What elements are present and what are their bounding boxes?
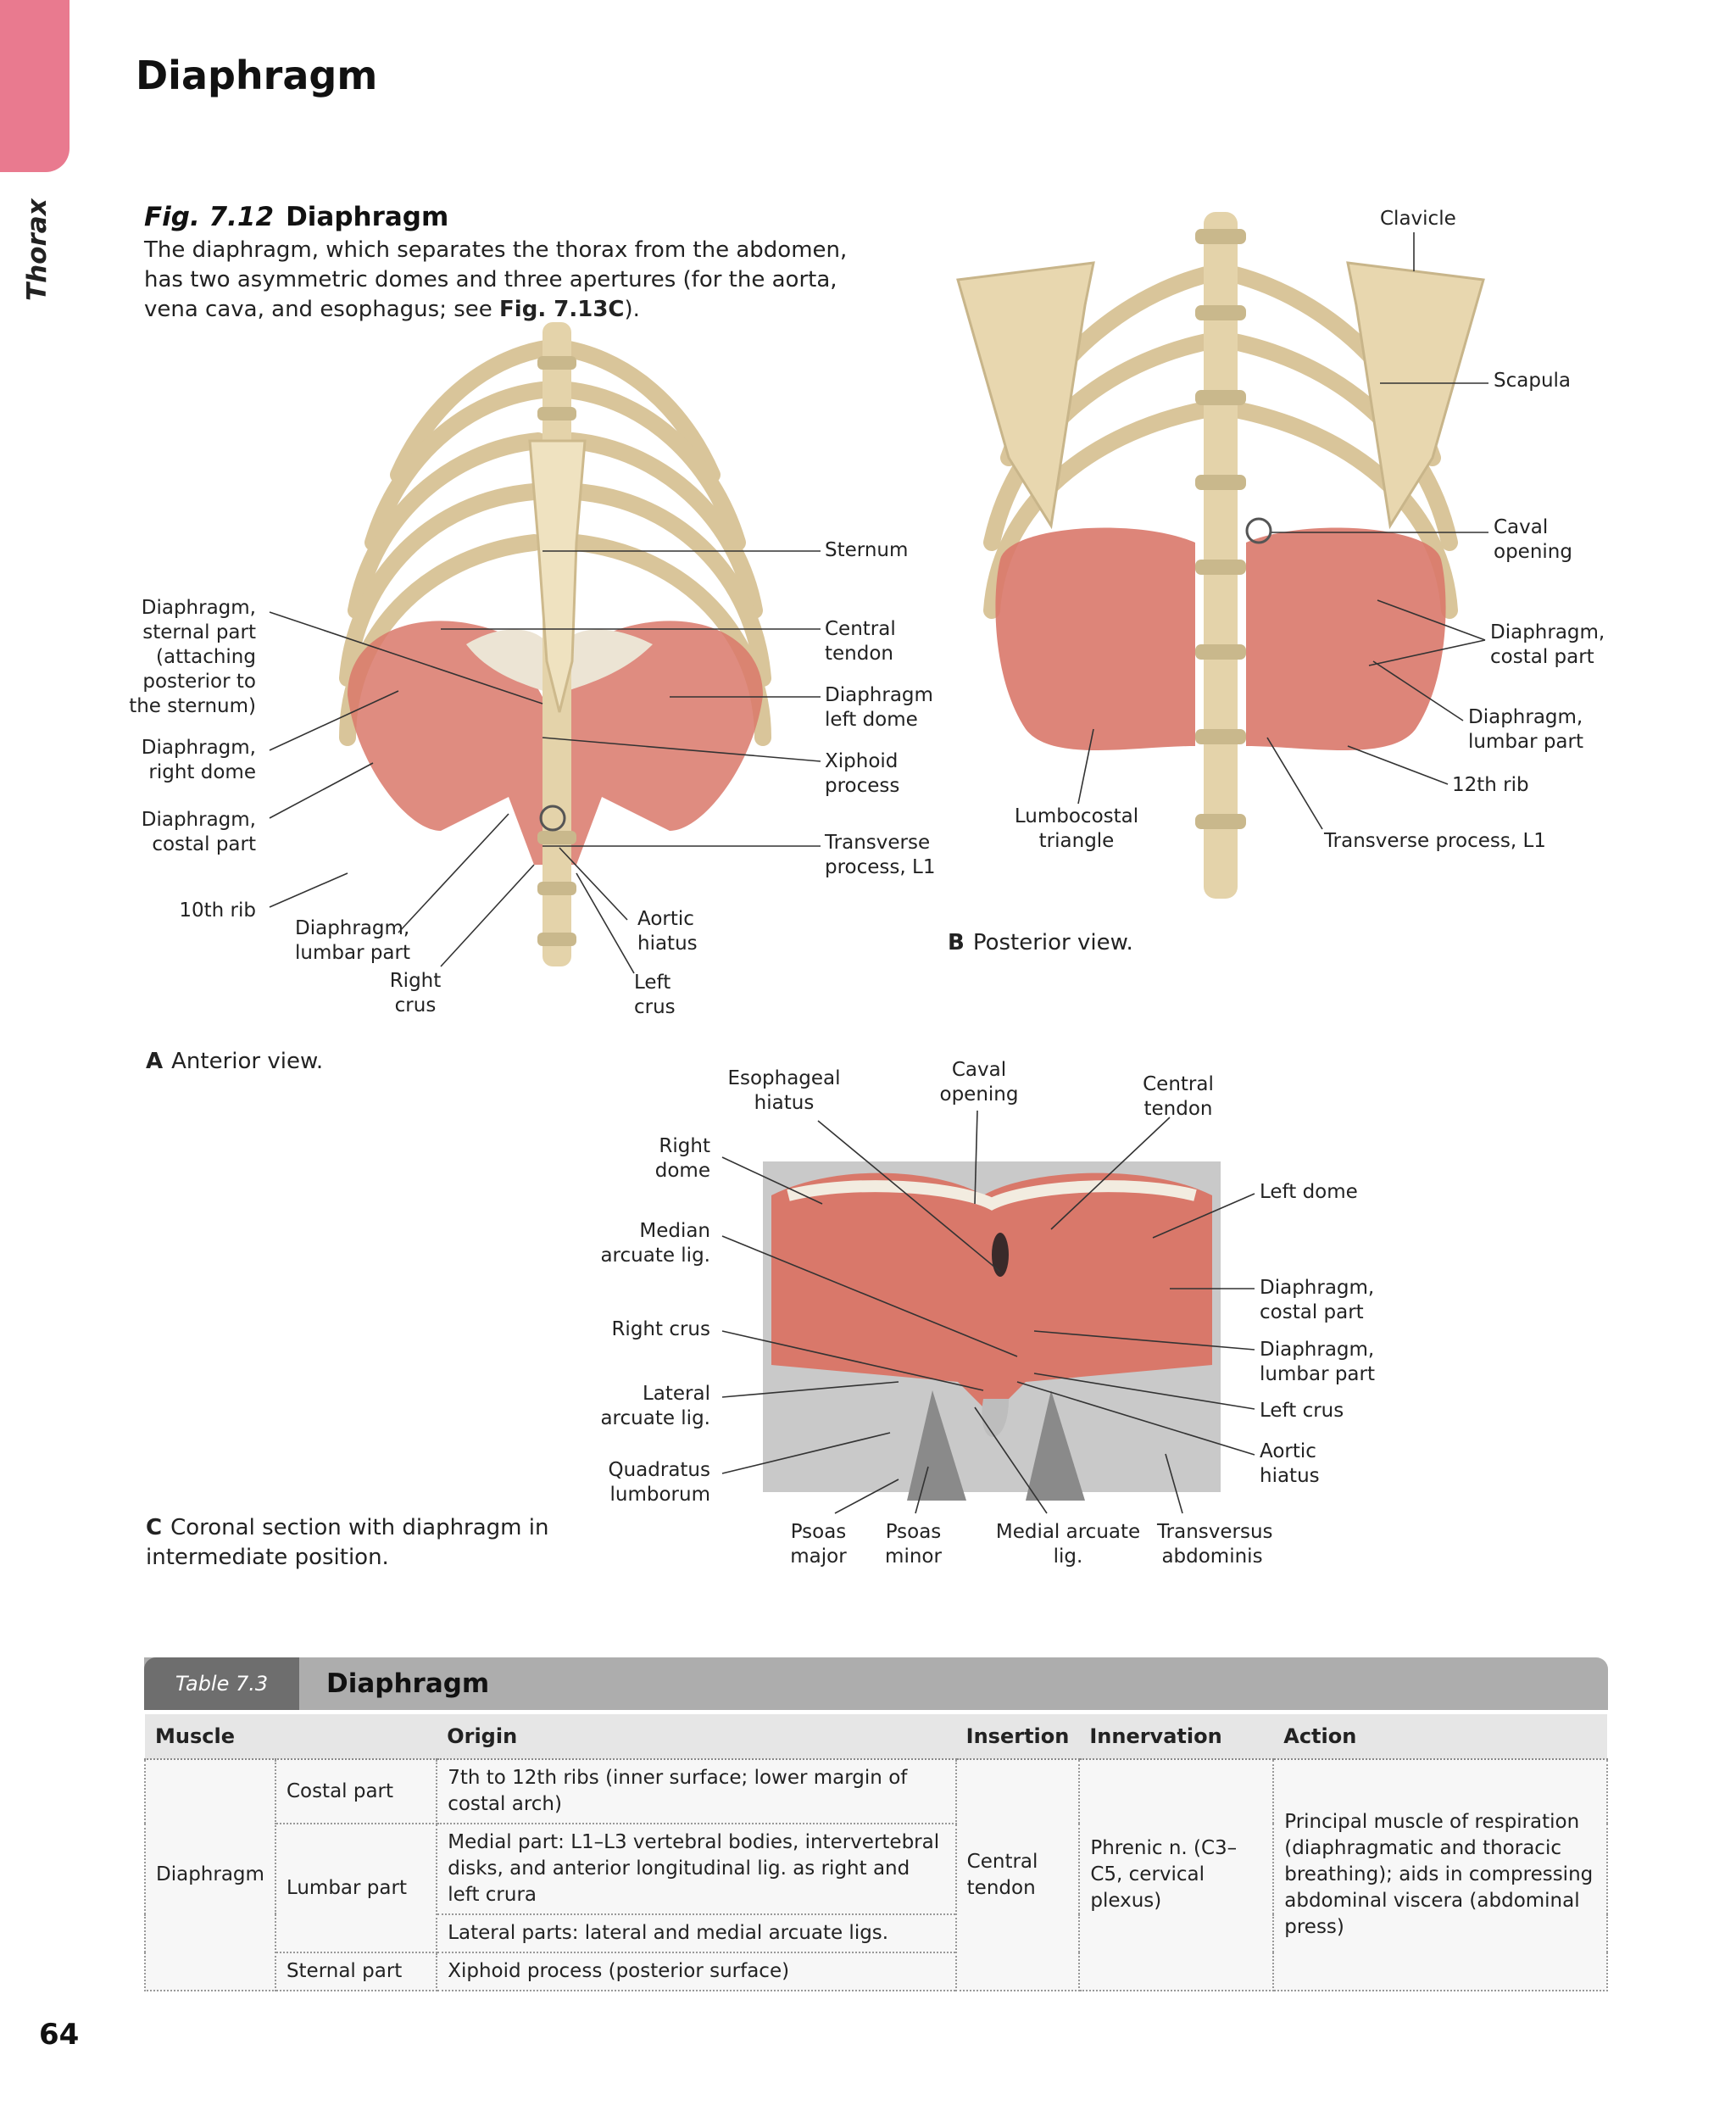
- label-b-lumbocostal-triangle: Lumbocostal triangle: [1014, 805, 1139, 852]
- column-header-insertion: Insertion: [955, 1714, 1080, 1760]
- cell-part-costal: Costal part: [274, 1758, 438, 1824]
- figure-number: Fig. 7.12: [144, 202, 275, 232]
- coronal-section-illustration: [763, 1161, 1221, 1501]
- column-header-innervation: Innervation: [1079, 1714, 1274, 1760]
- cell-innervation: Phrenic n. (C3–C5, cervical plexus): [1078, 1758, 1275, 1991]
- page-number: 64: [39, 2018, 80, 2052]
- cell-action: Principal muscle of respiration (diaphra…: [1272, 1758, 1608, 1991]
- label-b-scapula: Scapula: [1494, 370, 1572, 392]
- label-c-lateral-arcuate: Lateral arcuate lig.: [600, 1383, 710, 1429]
- figure-caption-ref[interactable]: Fig. 7.13C: [499, 297, 625, 322]
- cell-part-sternal: Sternal part: [274, 1952, 438, 1991]
- label-c-esophageal-hiatus: Esophageal hiatus: [727, 1067, 841, 1114]
- label-a-transverse-process: Transverse process, L1: [825, 832, 936, 878]
- cell-muscle: Diaphragm: [144, 1758, 276, 1991]
- label-a-sternum: Sternum: [825, 539, 909, 561]
- label-c-aortic-hiatus: Aortic hiatus: [1260, 1440, 1320, 1487]
- label-c-psoas-major: Psoas major: [790, 1521, 847, 1568]
- column-header-action: Action: [1273, 1714, 1607, 1760]
- label-c-median-arcuate: Median arcuate lig.: [600, 1220, 710, 1267]
- figure-title: Diaphragm: [286, 202, 449, 232]
- label-a-10th-rib: 10th rib: [179, 899, 256, 922]
- table-row: Lateral parts: lateral and medial arcuat…: [145, 1913, 1607, 1953]
- figure-caption-end: ).: [624, 297, 640, 322]
- figure-caption-text: The diaphragm, which separates the thora…: [144, 237, 848, 322]
- panel-a-letter: A: [146, 1049, 164, 1074]
- cell-origin-costal: 7th to 12th ribs (inner surface; lower m…: [436, 1758, 957, 1824]
- panel-b-letter: B: [948, 930, 965, 955]
- panel-b-caption: B Posterior view.: [948, 928, 1133, 958]
- label-b-clavicle: Clavicle: [1380, 208, 1456, 230]
- label-c-psoas-minor: Psoas minor: [885, 1521, 942, 1568]
- cell-origin-lumbar-lateral: Lateral parts: lateral and medial arcuat…: [436, 1913, 957, 1953]
- cell-origin-lumbar-medial: Medial part: L1–L3 vertebral bodies, int…: [436, 1823, 957, 1915]
- label-a-left-dome: Diaphragm left dome: [825, 684, 933, 731]
- label-c-quadratus: Quadratus lumborum: [608, 1459, 710, 1506]
- label-a-xiphoid: Xiphoid process: [825, 750, 900, 797]
- table-header-row: Muscle Origin Insertion Innervation Acti…: [145, 1714, 1607, 1760]
- label-a-right-dome: Diaphragm, right dome: [141, 737, 256, 783]
- label-a-sternal-part: Diaphragm, sternal part (attaching poste…: [129, 597, 256, 717]
- page-title: Diaphragm: [136, 53, 378, 98]
- posterior-view-illustration: [956, 212, 1485, 899]
- label-b-transverse-process: Transverse process, L1: [1324, 830, 1546, 852]
- panel-b-caption-text: Posterior view.: [972, 930, 1133, 955]
- table-title: Diaphragm: [326, 1668, 490, 1699]
- label-c-central-tendon: Central tendon: [1143, 1073, 1214, 1120]
- muscle-table: Muscle Origin Insertion Innervation Acti…: [144, 1714, 1608, 1991]
- panel-a-caption: A Anterior view.: [146, 1047, 323, 1077]
- label-a-lumbar-part: Diaphragm, lumbar part: [295, 917, 411, 964]
- cell-origin-sternal: Xiphoid process (posterior surface): [436, 1952, 957, 1991]
- label-c-right-dome: Right dome: [654, 1135, 710, 1182]
- label-b-caval-opening: Caval opening: [1494, 516, 1572, 563]
- label-a-central-tendon: Central tendon: [825, 618, 896, 665]
- label-c-costal-part: Diaphragm, costal part: [1260, 1277, 1375, 1323]
- cell-part-lumbar: Lumbar part: [274, 1823, 438, 1953]
- anterior-view-illustration: [339, 322, 771, 966]
- label-b-lumbar-part: Diaphragm, lumbar part: [1468, 706, 1584, 753]
- section-tab-marker: [0, 0, 70, 172]
- table-row: Diaphragm Costal part 7th to 12th ribs (…: [144, 1758, 1608, 1991]
- figure-caption: The diaphragm, which separates the thora…: [144, 236, 890, 325]
- label-c-caval-opening: Caval opening: [939, 1059, 1019, 1106]
- label-c-transversus: Transversus abdominis: [1157, 1521, 1273, 1568]
- label-c-lumbar-part: Diaphragm, lumbar part: [1260, 1339, 1376, 1385]
- cell-insertion: Central tendon: [954, 1758, 1081, 1991]
- label-a-costal-part: Diaphragm, costal part: [141, 809, 256, 855]
- column-header-origin: Origin: [437, 1714, 956, 1760]
- panel-c-letter: C: [146, 1515, 163, 1540]
- figure-heading: Fig. 7.12 Diaphragm: [144, 202, 448, 232]
- label-a-right-crus: Right crus: [389, 970, 442, 1016]
- table-header-bar: [144, 1657, 1608, 1710]
- label-c-left-dome: Left dome: [1260, 1181, 1358, 1203]
- label-c-medial-arcuate: Medial arcuate lig.: [995, 1521, 1141, 1568]
- label-c-left-crus: Left crus: [1260, 1400, 1344, 1422]
- label-b-costal-part: Diaphragm, costal part: [1490, 621, 1605, 668]
- column-header-muscle: Muscle: [145, 1714, 437, 1760]
- label-a-left-crus: Left crus: [634, 972, 676, 1018]
- table-tag: Table 7.3: [144, 1657, 299, 1710]
- panel-a-caption-text: Anterior view.: [171, 1049, 324, 1074]
- label-c-right-crus: Right crus: [611, 1318, 710, 1340]
- label-b-12th-rib: 12th rib: [1452, 774, 1529, 796]
- panel-c-caption-text: Coronal section with diaphragm in interm…: [146, 1515, 549, 1570]
- label-a-aortic-hiatus: Aortic hiatus: [637, 908, 698, 955]
- table-row: Sternal part Xiphoid process (posterior …: [145, 1952, 1607, 1991]
- table-row: Lumbar part Medial part: L1–L3 vertebral…: [145, 1823, 1607, 1953]
